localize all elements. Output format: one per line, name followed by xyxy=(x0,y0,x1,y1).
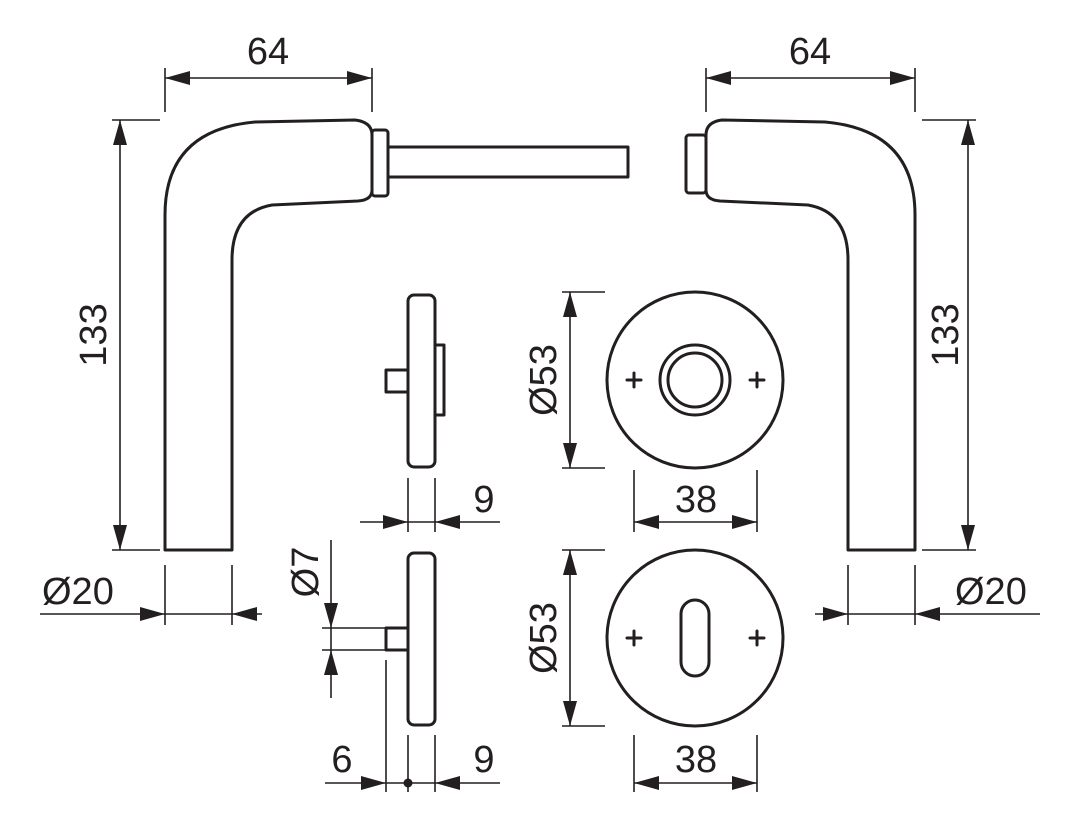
dim-label-rose-bottom-diameter: Ø53 xyxy=(523,602,565,674)
dim-label-rose-top-diameter: Ø53 xyxy=(523,344,565,416)
rose-bottom-front-view xyxy=(605,548,785,728)
rose-top-side-view xyxy=(384,293,446,469)
dim-left-height xyxy=(112,119,160,551)
dim-rose-top-spacing xyxy=(633,470,758,532)
dim-right-height xyxy=(922,119,976,551)
dim-label-rose-bottom-depth: 9 xyxy=(473,739,494,781)
dim-label-left-width: 64 xyxy=(247,31,289,73)
spindle-bar xyxy=(386,145,630,179)
dim-label-right-height: 133 xyxy=(925,303,967,366)
left-lever-handle xyxy=(163,118,390,552)
right-lever-handle xyxy=(684,118,917,552)
dim-label-right-grip: Ø20 xyxy=(955,571,1027,613)
dim-rose-bottom-diameter xyxy=(562,549,605,727)
dim-label-rose-top-spacing: 38 xyxy=(675,479,717,521)
dim-right-grip xyxy=(815,565,1040,625)
dim-label-left-height: 133 xyxy=(73,303,115,366)
dim-label-right-width: 64 xyxy=(789,31,831,73)
dim-label-rose-top-depth: 9 xyxy=(473,479,494,521)
dim-right-width xyxy=(705,68,916,112)
dim-rose-top-depth xyxy=(360,478,500,532)
dim-rose-bottom-spacing xyxy=(633,735,758,792)
dim-label-rose-bottom-offset: 6 xyxy=(331,739,352,781)
dim-spindle-diameter xyxy=(322,540,386,698)
dim-label-rose-bottom-spacing: 38 xyxy=(675,739,717,781)
dim-label-left-grip: Ø20 xyxy=(42,571,114,613)
rose-bottom-side-view xyxy=(384,551,437,727)
dim-rose-top-diameter xyxy=(562,291,605,469)
dim-left-grip xyxy=(40,565,262,625)
rose-top-front-view xyxy=(605,290,785,470)
dim-left-width xyxy=(164,68,373,112)
dim-rose-bottom-offset xyxy=(325,660,500,792)
dim-label-spindle-diameter: Ø7 xyxy=(285,547,327,598)
